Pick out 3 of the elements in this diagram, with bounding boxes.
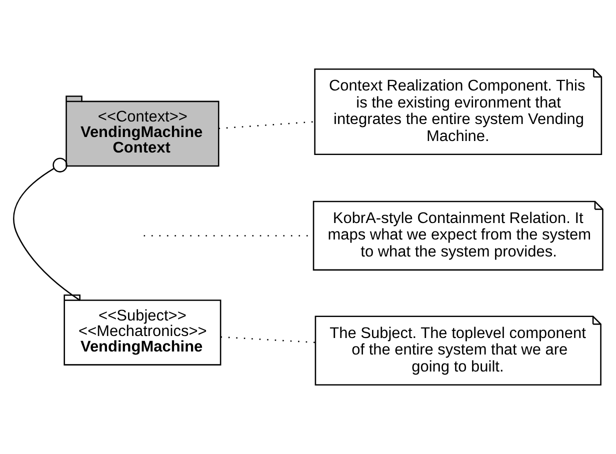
connector (13, 158, 80, 301)
connector (220, 336, 316, 344)
connector (218, 121, 314, 130)
